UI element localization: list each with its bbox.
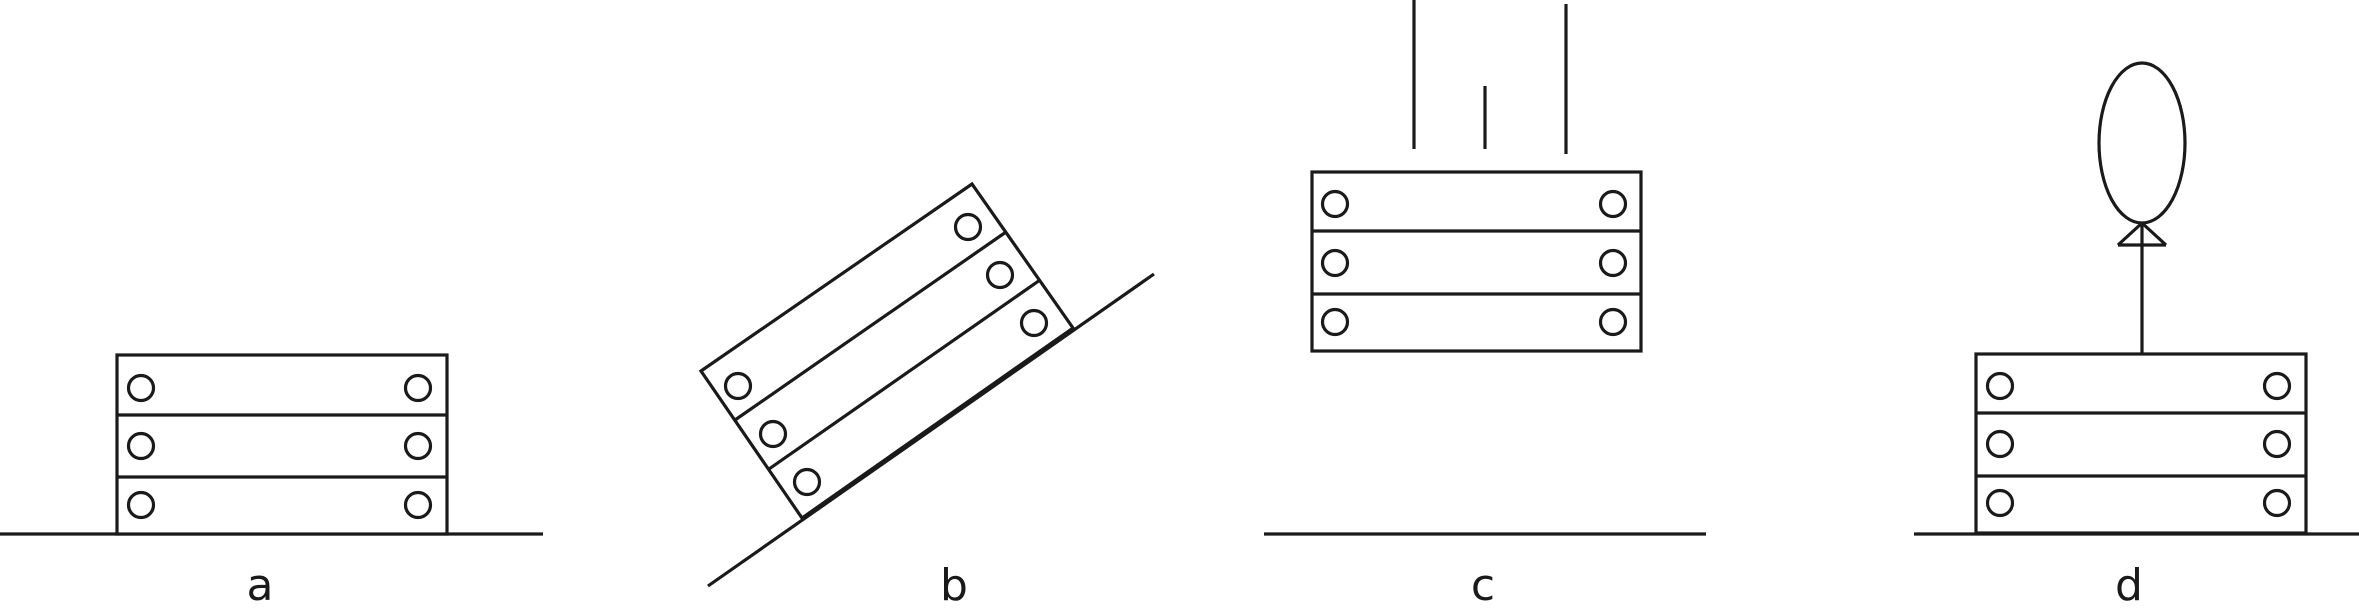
- crate: [1310, 170, 1643, 353]
- bolt-icon: [2262, 371, 2292, 401]
- incline-line: [707, 272, 1155, 588]
- bolt-icon: [1985, 488, 2015, 518]
- bolt-icon: [2262, 429, 2292, 459]
- bolt-icon: [403, 490, 433, 520]
- bolt-icon: [953, 212, 983, 242]
- balloon: [2097, 61, 2187, 354]
- bolt-icon: [1320, 307, 1350, 337]
- panel-b: b: [698, 181, 1155, 611]
- panel-caption: a: [247, 560, 274, 611]
- panel-c: c: [1264, 0, 1706, 611]
- bolt-icon: [1320, 248, 1350, 278]
- panel-caption: c: [1471, 560, 1495, 611]
- bolt-icon: [126, 490, 156, 520]
- panel-a: a: [0, 353, 543, 611]
- crate: [698, 181, 1076, 521]
- bolt-icon: [403, 431, 433, 461]
- bolt-icon: [1985, 371, 2015, 401]
- panel-d: d: [1914, 61, 2359, 611]
- panel-caption: b: [940, 560, 968, 611]
- balloon-icon: [2097, 61, 2187, 225]
- bolt-icon: [2262, 488, 2292, 518]
- bolt-icon: [1598, 189, 1628, 219]
- bolt-icon: [723, 371, 753, 401]
- bolt-icon: [985, 260, 1015, 290]
- bolt-icon: [126, 373, 156, 403]
- crate: [1974, 352, 2308, 535]
- balloon-knot: [2140, 221, 2168, 247]
- bolt-icon: [1320, 189, 1350, 219]
- panel-caption: d: [2115, 560, 2143, 611]
- bolt-icon: [792, 467, 822, 497]
- bolt-icon: [758, 419, 788, 449]
- bolt-icon: [1019, 308, 1049, 338]
- crate-plank-divider: [734, 230, 1007, 422]
- crate-plank-divider: [768, 278, 1041, 471]
- bolt-icon: [403, 373, 433, 403]
- bolt-icon: [1598, 248, 1628, 278]
- bolt-icon: [1985, 429, 2015, 459]
- bolt-icon: [1598, 307, 1628, 337]
- bolt-icon: [126, 431, 156, 461]
- crate: [115, 353, 449, 536]
- balloon-knot: [2116, 221, 2144, 247]
